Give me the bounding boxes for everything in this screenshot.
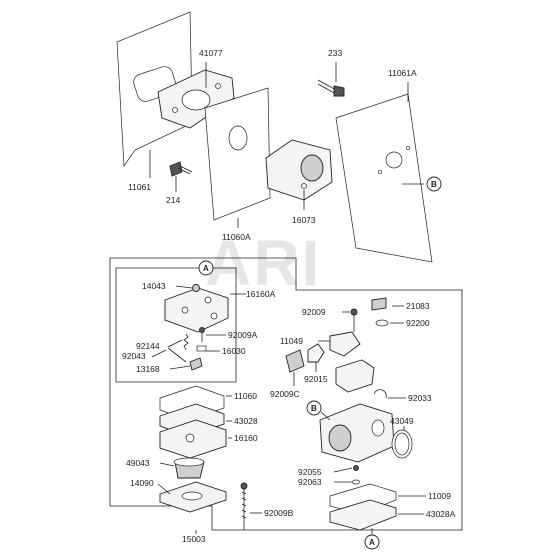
pin-92043[interactable] bbox=[167, 347, 187, 363]
nut-92015[interactable] bbox=[307, 343, 325, 363]
label-92009B: 92009B bbox=[264, 508, 294, 518]
label-16160: 16160 bbox=[234, 433, 258, 443]
oring-inner bbox=[394, 432, 410, 456]
label-49043: 49043 bbox=[126, 458, 150, 468]
label-92009: 92009 bbox=[302, 307, 326, 317]
label-233: 233 bbox=[328, 48, 342, 58]
gasket-11060A-port bbox=[228, 125, 248, 151]
callout-b-top[interactable] bbox=[426, 176, 442, 192]
screw-92009B[interactable] bbox=[240, 482, 248, 530]
label-92009A: 92009A bbox=[228, 330, 258, 340]
callout-a-top-text: A bbox=[203, 264, 209, 273]
callout-a-top[interactable] bbox=[198, 260, 214, 276]
label-13168: 13168 bbox=[136, 364, 160, 374]
label-21083: 21083 bbox=[406, 301, 430, 311]
pump-cover-16160A[interactable] bbox=[164, 287, 229, 333]
label-92043: 92043 bbox=[122, 351, 146, 361]
label-92063: 92063 bbox=[298, 477, 322, 487]
adapter-hole bbox=[301, 183, 307, 189]
insulator-bore bbox=[181, 89, 211, 111]
screw-233[interactable] bbox=[317, 79, 345, 97]
carburetor-bore bbox=[328, 424, 352, 452]
screw-92009C[interactable] bbox=[285, 349, 305, 373]
plug-14043[interactable] bbox=[192, 284, 200, 292]
spring-92144[interactable] bbox=[183, 333, 189, 351]
adapter-16073[interactable] bbox=[265, 139, 333, 201]
label-43049: 43049 bbox=[390, 416, 414, 426]
label-92009C: 92009C bbox=[270, 389, 300, 399]
part-92063[interactable] bbox=[352, 479, 360, 485]
label-92055: 92055 bbox=[298, 467, 322, 477]
plug-21083[interactable] bbox=[371, 297, 387, 311]
gasket-hole bbox=[377, 169, 383, 175]
label-41077: 41077 bbox=[199, 48, 223, 58]
carburetor-port bbox=[371, 419, 385, 437]
cover-plate-bore bbox=[181, 491, 203, 501]
label-16160A: 16160A bbox=[246, 289, 276, 299]
lever-11049[interactable] bbox=[329, 331, 361, 357]
label-11009: 11009 bbox=[428, 491, 451, 501]
screw-214[interactable] bbox=[169, 161, 193, 177]
screw-92009A[interactable] bbox=[199, 327, 205, 343]
pump-port bbox=[185, 433, 195, 443]
label-16073: 16073 bbox=[292, 215, 316, 225]
label-15003: 15003 bbox=[182, 534, 206, 544]
callout-a-bottom[interactable] bbox=[364, 534, 380, 550]
carburetor-assembly-frame bbox=[109, 257, 463, 531]
gasket-11061A-port bbox=[385, 151, 403, 169]
label-92033: 92033 bbox=[408, 393, 432, 403]
adapter-bore bbox=[300, 154, 324, 182]
screw-92009[interactable] bbox=[350, 308, 358, 332]
gasket-11060A[interactable] bbox=[204, 87, 271, 221]
label-11061: 11061 bbox=[128, 182, 151, 192]
subassembly-frame bbox=[115, 267, 237, 383]
watermark: ARI bbox=[205, 227, 321, 299]
part-16030[interactable] bbox=[196, 345, 207, 352]
diaphragm-43028A[interactable] bbox=[329, 499, 397, 531]
label-11049: 11049 bbox=[280, 336, 303, 346]
gasket-11009[interactable] bbox=[329, 483, 397, 515]
label-92144: 92144 bbox=[136, 341, 160, 351]
clip-92033[interactable] bbox=[373, 389, 387, 399]
cover-boss bbox=[204, 296, 212, 304]
gasket-11061A[interactable] bbox=[335, 93, 433, 263]
insulator-hole bbox=[215, 83, 221, 89]
cover-boss bbox=[181, 306, 189, 314]
label-11060: 11060 bbox=[234, 391, 257, 401]
label-214: 214 bbox=[166, 195, 180, 205]
label-11060A: 11060A bbox=[222, 232, 251, 242]
gasket-hole bbox=[405, 145, 411, 151]
washer-92200[interactable] bbox=[375, 319, 389, 327]
callout-a-bottom-text: A bbox=[369, 538, 375, 547]
callout-b-mid[interactable] bbox=[306, 400, 322, 416]
label-92015: 92015 bbox=[304, 374, 328, 384]
cover-boss bbox=[210, 312, 218, 320]
lever-13168[interactable] bbox=[189, 357, 203, 371]
insulator-hole bbox=[172, 107, 178, 113]
throttle-lever[interactable] bbox=[335, 359, 375, 393]
primer-bulb-rim bbox=[173, 457, 205, 467]
part-92055[interactable] bbox=[353, 465, 359, 471]
callout-b-top-text: B bbox=[431, 180, 437, 189]
label-43028: 43028 bbox=[234, 416, 258, 426]
label-11061A: 11061A bbox=[388, 68, 417, 78]
label-43028A: 43028A bbox=[426, 509, 456, 519]
callout-b-mid-text: B bbox=[311, 404, 317, 413]
label-16030: 16030 bbox=[222, 346, 246, 356]
label-92200: 92200 bbox=[406, 318, 430, 328]
label-14043: 14043 bbox=[142, 281, 166, 291]
label-14090: 14090 bbox=[130, 478, 154, 488]
